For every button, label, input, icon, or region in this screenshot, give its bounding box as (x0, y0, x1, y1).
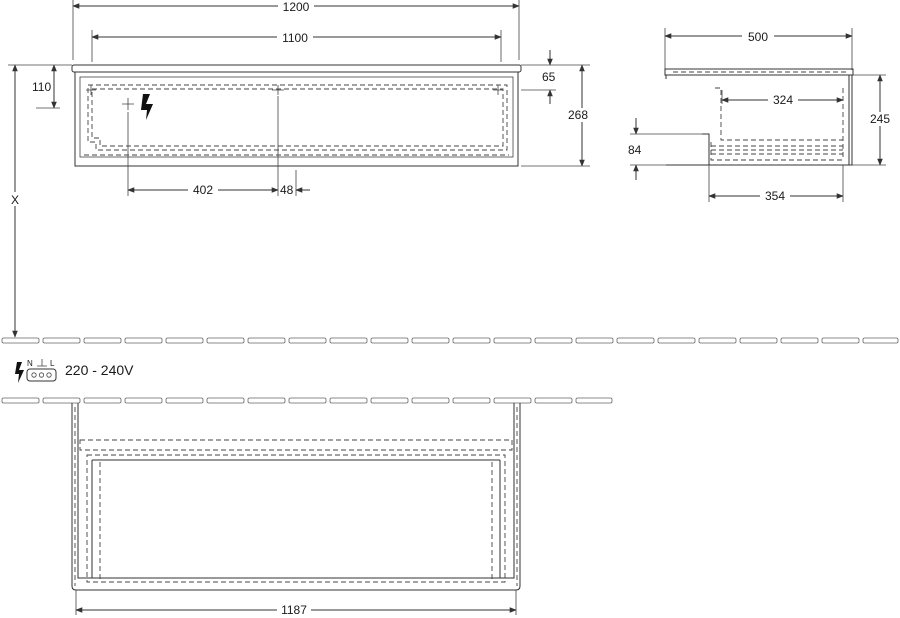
floor-tiles-row-1 (1, 337, 899, 344)
countertop-front (71, 64, 522, 73)
floor-tile (411, 337, 450, 344)
floor-tile (575, 337, 614, 344)
dim-1200: 1200 (283, 0, 310, 14)
floor-tile (698, 337, 737, 344)
floor-tile (1, 337, 40, 344)
dim-110: 110 (32, 80, 51, 94)
floor-tile (329, 397, 368, 404)
terminal-block-icon (26, 368, 57, 382)
electrical-note: N L 220 - 240V (15, 359, 134, 383)
dim-1187: 1187 (281, 603, 307, 617)
lightning-icon (15, 362, 24, 383)
top-view: 1187 (71, 403, 521, 617)
floor-tile (288, 337, 327, 344)
dim-402: 402 (193, 183, 213, 197)
floor-tile (1, 397, 40, 404)
floor-tile (862, 337, 899, 344)
floor-tile (247, 337, 286, 344)
floor-tile (534, 397, 573, 404)
floor-tile (575, 397, 613, 404)
dim-x: X (11, 193, 19, 207)
dim-1100: 1100 (282, 31, 308, 45)
floor-tile (493, 337, 532, 344)
dim-268: 268 (568, 108, 588, 122)
floor-tile (124, 337, 163, 344)
floor-tile (206, 397, 245, 404)
floor-tile (247, 397, 286, 404)
floor-tile (206, 337, 245, 344)
floor-tile (411, 397, 450, 404)
terminal-n-label: N (27, 359, 33, 368)
countertop-top (71, 403, 521, 591)
floor-tile (370, 397, 409, 404)
dim-324: 324 (773, 93, 793, 107)
floor-tile (124, 397, 163, 404)
terminal-l-label: L (50, 359, 55, 368)
floor-tile (83, 337, 122, 344)
floor-tile (288, 397, 327, 404)
dim-65: 65 (542, 70, 556, 84)
cabinet-side (848, 74, 853, 166)
cabinet-front (74, 71, 519, 167)
floor-tile (165, 397, 204, 404)
dim-48: 48 (280, 183, 294, 197)
earth-symbol-icon (37, 359, 47, 367)
dim-84: 84 (628, 143, 642, 157)
floor-tile (739, 337, 778, 344)
floor-tile (83, 397, 122, 404)
electric-connection-icon (141, 94, 153, 120)
floor-tile (42, 397, 81, 404)
floor-tile (452, 337, 491, 344)
floor-tile (493, 397, 532, 404)
floor-tile (452, 397, 491, 404)
floor-tile (370, 337, 409, 344)
floor-tiles-row-2 (1, 397, 613, 404)
floor-tile (42, 337, 81, 344)
side-view: 500 324 354 245 84 (628, 28, 894, 203)
floor-tile (165, 337, 204, 344)
dim-245: 245 (870, 112, 890, 126)
front-view: 1200 1100 65 268 (8, 0, 591, 338)
floor-tile (821, 337, 860, 344)
dim-500: 500 (748, 30, 768, 44)
fixing-points (86, 85, 503, 110)
dim-354: 354 (765, 189, 785, 203)
floor-tile (329, 337, 368, 344)
floor-tile (534, 337, 573, 344)
floor-tile (657, 337, 696, 344)
voltage-label: 220 - 240V (65, 362, 134, 378)
floor-tile (780, 337, 819, 344)
floor-tile (616, 337, 655, 344)
